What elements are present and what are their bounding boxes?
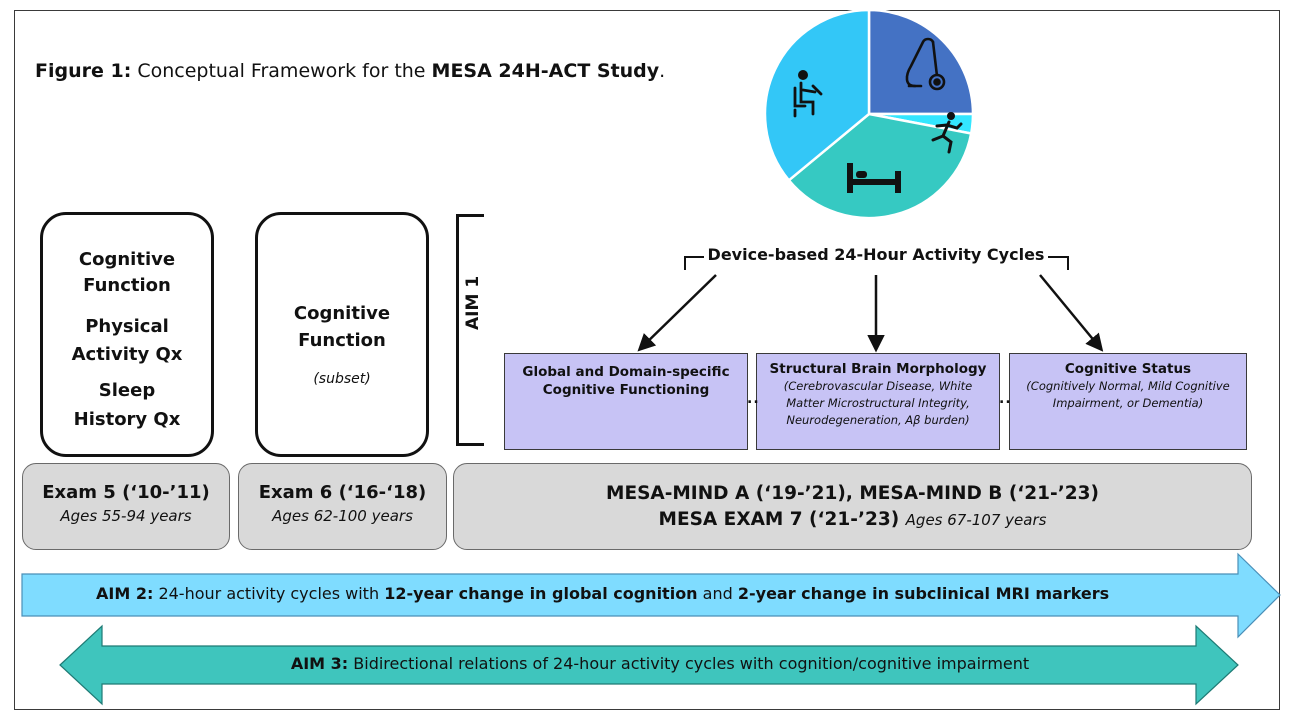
- mesa-exam7-line: MESA EXAM 7 (‘21-’23) Ages 67-107 years: [454, 507, 1251, 533]
- exam5-line5: Sleep: [98, 380, 156, 401]
- aim3-label: AIM 3:: [290, 654, 349, 673]
- exam5-title: Exam 5 (‘10-’11): [42, 482, 210, 503]
- figure-label: Figure 1:: [35, 60, 132, 82]
- mesa-exam7-ages: Ages 67-107 years: [905, 511, 1047, 529]
- outcome-brain-morphology: Structural Brain Morphology (Cerebrovasc…: [756, 353, 1000, 450]
- activity-pie: [763, 8, 975, 220]
- pie-slice-bed: [787, 112, 973, 220]
- exam6-note: (subset): [313, 371, 371, 387]
- figure-title-end: .: [659, 60, 666, 82]
- device-label: Device-based 24-Hour Activity Cycles: [688, 245, 1064, 264]
- sitting-person-icon: [793, 70, 823, 118]
- aim2-bold-b: 2-year change in subclinical MRI markers: [737, 584, 1110, 603]
- exam6-ages: Ages 62-100 years: [272, 507, 413, 525]
- aim2-text-b: and: [697, 584, 738, 603]
- pie-slice-sitting-person: [763, 8, 871, 183]
- separator-dots-1: ..: [747, 391, 760, 407]
- exam6-measures-box: Cognitive Function (subset): [255, 212, 429, 457]
- outcome-1-title: Global and Domain-specific Cognitive Fun…: [522, 364, 730, 398]
- separator-dots-2: ..: [999, 391, 1012, 407]
- aim1-bracket: [456, 214, 484, 446]
- aim3-text-body: Bidirectional relations of 24-hour activ…: [348, 654, 1030, 673]
- aim2-arrow: [21, 552, 1281, 639]
- outcome-cognitive-functioning: Global and Domain-specific Cognitive Fun…: [504, 353, 748, 450]
- vacuum-cleaner-icon: [905, 37, 946, 91]
- mesa-mind-timeline-box: MESA-MIND A (‘19-’21), MESA-MIND B (‘21-…: [453, 463, 1252, 550]
- arrow-to-cognitive-functioning: [637, 274, 717, 352]
- exam6-title: Exam 6 (‘16-‘18): [258, 482, 427, 503]
- figure-title: Figure 1: Conceptual Framework for the M…: [35, 60, 665, 82]
- device-label-text: Device-based 24-Hour Activity Cycles: [703, 245, 1049, 264]
- aim3-arrow: [59, 624, 1239, 706]
- mesa-exam7-title: MESA EXAM 7 (‘21-’23): [658, 509, 900, 530]
- arrow-to-cognitive-status: [1039, 274, 1104, 352]
- outcome-cognitive-status: Cognitive Status (Cognitively Normal, Mi…: [1009, 353, 1247, 450]
- exam5-ages: Ages 55-94 years: [60, 507, 192, 525]
- aim2-label: AIM 2:: [96, 584, 154, 603]
- exam5-line3: Physical: [85, 316, 169, 337]
- outcome-3-title: Cognitive Status: [1064, 361, 1192, 377]
- exam5-measures-box: Cognitive Function Physical Activity Qx …: [40, 212, 214, 457]
- exam5-line4: Activity Qx: [71, 344, 183, 365]
- mesa-mind-line1: MESA-MIND A (‘19-’21), MESA-MIND B (‘21-…: [606, 483, 1099, 504]
- aim2-text: AIM 2: 24-hour activity cycles with 12-y…: [96, 584, 1246, 603]
- exam6-line1: Cognitive: [293, 303, 391, 324]
- exam6-line2: Function: [298, 330, 386, 351]
- outcome-2-detail: (Cerebrovascular Disease, White Matter M…: [783, 379, 973, 427]
- aim3-text: AIM 3: Bidirectional relations of 24-hou…: [190, 654, 1130, 673]
- figure-title-study: MESA 24H-ACT Study: [431, 60, 660, 82]
- exam5-line6: History Qx: [73, 409, 181, 430]
- running-person-icon: [931, 112, 963, 154]
- exam5-line2: Function: [83, 275, 171, 296]
- pie-slice-vacuum-cleaner: [867, 8, 975, 116]
- exam6-timeline-box: Exam 6 (‘16-‘18) Ages 62-100 years: [238, 463, 447, 550]
- outcome-3-detail: (Cognitively Normal, Mild Cognitive Impa…: [1026, 379, 1230, 410]
- exam5-line1: Cognitive: [78, 249, 176, 270]
- aim2-text-a: 24-hour activity cycles with: [153, 584, 385, 603]
- exam5-timeline-box: Exam 5 (‘10-’11) Ages 55-94 years: [22, 463, 230, 550]
- bed-icon: [847, 163, 901, 193]
- aim2-bold-a: 12-year change in global cognition: [384, 584, 698, 603]
- figure-title-text: Conceptual Framework for the: [131, 60, 432, 82]
- outcome-2-title: Structural Brain Morphology: [769, 361, 987, 377]
